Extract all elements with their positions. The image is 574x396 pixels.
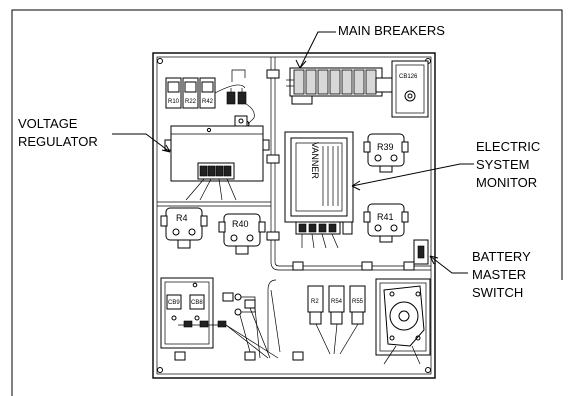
r40-label: R40 [232, 219, 249, 229]
fuse-cb9-label: CB9 [168, 300, 180, 306]
relay-r42-label: R42 [202, 99, 214, 105]
leader-main-breakers [299, 31, 336, 69]
voltage-regulator-unit [164, 115, 270, 201]
fuse-block: CB9 CB8 [160, 277, 256, 349]
r4-label: R4 [176, 213, 188, 223]
label-bms-line3: SWITCH [472, 285, 523, 300]
relay-r2-label: R2 [311, 299, 319, 305]
vanner-brand-label: VANNER [310, 142, 320, 179]
battery-master-switch-unit [375, 239, 431, 365]
label-voltage-regulator-line1: VOLTAGE [18, 116, 78, 131]
label-bms-line1: BATTERY [472, 249, 531, 264]
electric-system-monitor-unit: VANNER [284, 131, 354, 249]
label-main-breakers: MAIN BREAKERS [338, 23, 445, 38]
relay-r55-label: R55 [352, 299, 364, 305]
leader-esm [351, 163, 474, 187]
relay-r4: R4 [160, 207, 208, 249]
cb126-breaker-cover: CB126 [391, 60, 429, 118]
relay-r39: R39 [363, 133, 409, 173]
relay-r54-label: R54 [331, 299, 343, 305]
panel-inner-border [156, 56, 432, 375]
leader-voltage-regulator [112, 133, 171, 153]
label-esm-line2: SYSTEM [476, 157, 529, 172]
label-voltage-regulator-line2: REGULATOR [18, 134, 98, 149]
r41-label: R41 [377, 212, 394, 222]
fuse-cb8-label: CB8 [191, 300, 203, 306]
label-bms-line2: MASTER [472, 267, 526, 282]
label-esm-line3: MONITOR [476, 175, 537, 190]
outer-frame [11, 9, 563, 396]
relay-r10-label: R10 [168, 99, 180, 105]
relay-r22-label: R22 [185, 99, 197, 105]
relay-r41: R41 [363, 203, 409, 243]
relays-top-group: R10 R22 R42 [165, 69, 246, 109]
label-esm-line1: ELECTRIC [476, 139, 540, 154]
harness-wires-left [225, 279, 281, 359]
r39-label: R39 [377, 142, 394, 152]
leader-bms [429, 255, 468, 274]
cb126-label: CB126 [399, 74, 418, 80]
relays-bottom-group: R2 R54 R55 [307, 285, 366, 355]
relay-r40: R40 [218, 213, 266, 255]
wire-clamps [174, 69, 415, 361]
